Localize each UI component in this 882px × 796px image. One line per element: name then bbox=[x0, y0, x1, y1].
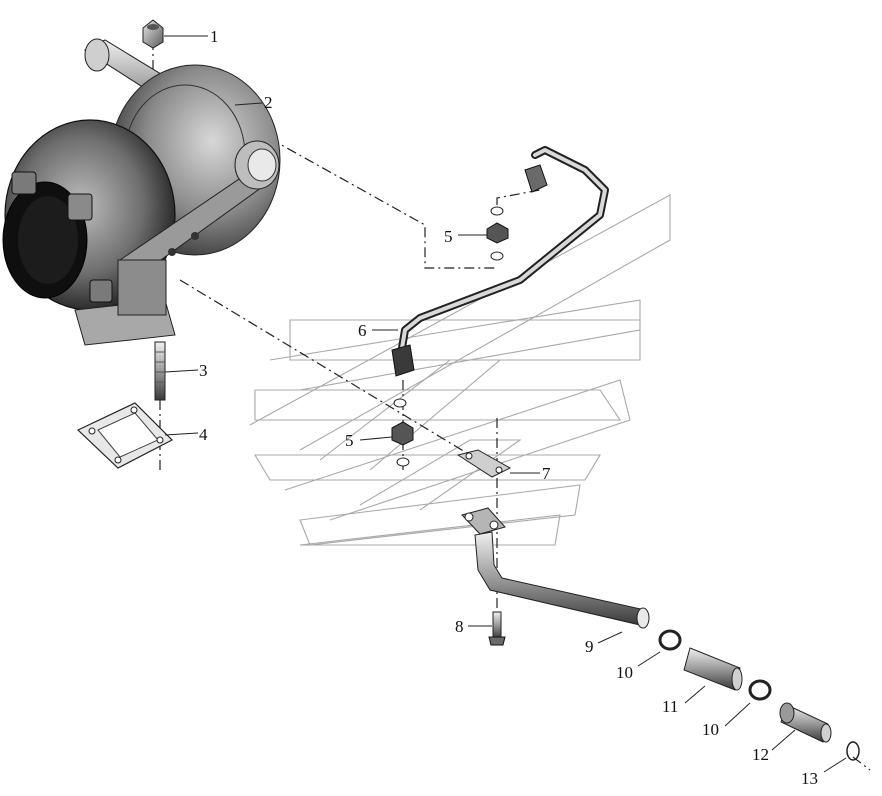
callout-5-lower: 5 bbox=[345, 431, 354, 450]
callout-9: 9 bbox=[585, 637, 594, 656]
callout-5-upper: 5 bbox=[444, 227, 453, 246]
leader-lines bbox=[164, 35, 847, 773]
watermark-logo bbox=[249, 194, 671, 546]
callout-4: 4 bbox=[199, 425, 208, 444]
callout-10-first: 10 bbox=[616, 663, 633, 682]
nut bbox=[142, 19, 164, 49]
o-ring bbox=[846, 741, 860, 761]
callout-2: 2 bbox=[264, 93, 273, 112]
gasket bbox=[76, 402, 174, 469]
callout-12: 12 bbox=[752, 745, 769, 764]
callout-11: 11 bbox=[662, 697, 678, 716]
oil-pipe bbox=[391, 146, 609, 377]
banjo-fitting-upper bbox=[486, 206, 509, 261]
callout-6: 6 bbox=[358, 321, 367, 340]
hose-clamp-2 bbox=[748, 679, 772, 701]
callout-labels: 1 2 3 4 5 6 5 7 8 9 10 11 10 12 13 bbox=[199, 27, 818, 788]
flange-gasket bbox=[456, 449, 512, 478]
callout-7: 7 bbox=[542, 464, 551, 483]
callout-13: 13 bbox=[801, 769, 818, 788]
turbocharger bbox=[2, 38, 281, 346]
rubber-hose bbox=[683, 647, 743, 691]
stud-bolt bbox=[154, 341, 166, 401]
callout-10-second: 10 bbox=[702, 720, 719, 739]
callout-3: 3 bbox=[199, 361, 208, 380]
callout-1: 1 bbox=[210, 27, 219, 46]
outlet-pipe bbox=[461, 507, 650, 629]
connector-tube bbox=[779, 702, 832, 743]
bolt bbox=[488, 611, 506, 646]
hose-clamp-1 bbox=[658, 629, 682, 651]
banjo-fitting-lower bbox=[391, 398, 414, 467]
callout-8: 8 bbox=[455, 617, 464, 636]
